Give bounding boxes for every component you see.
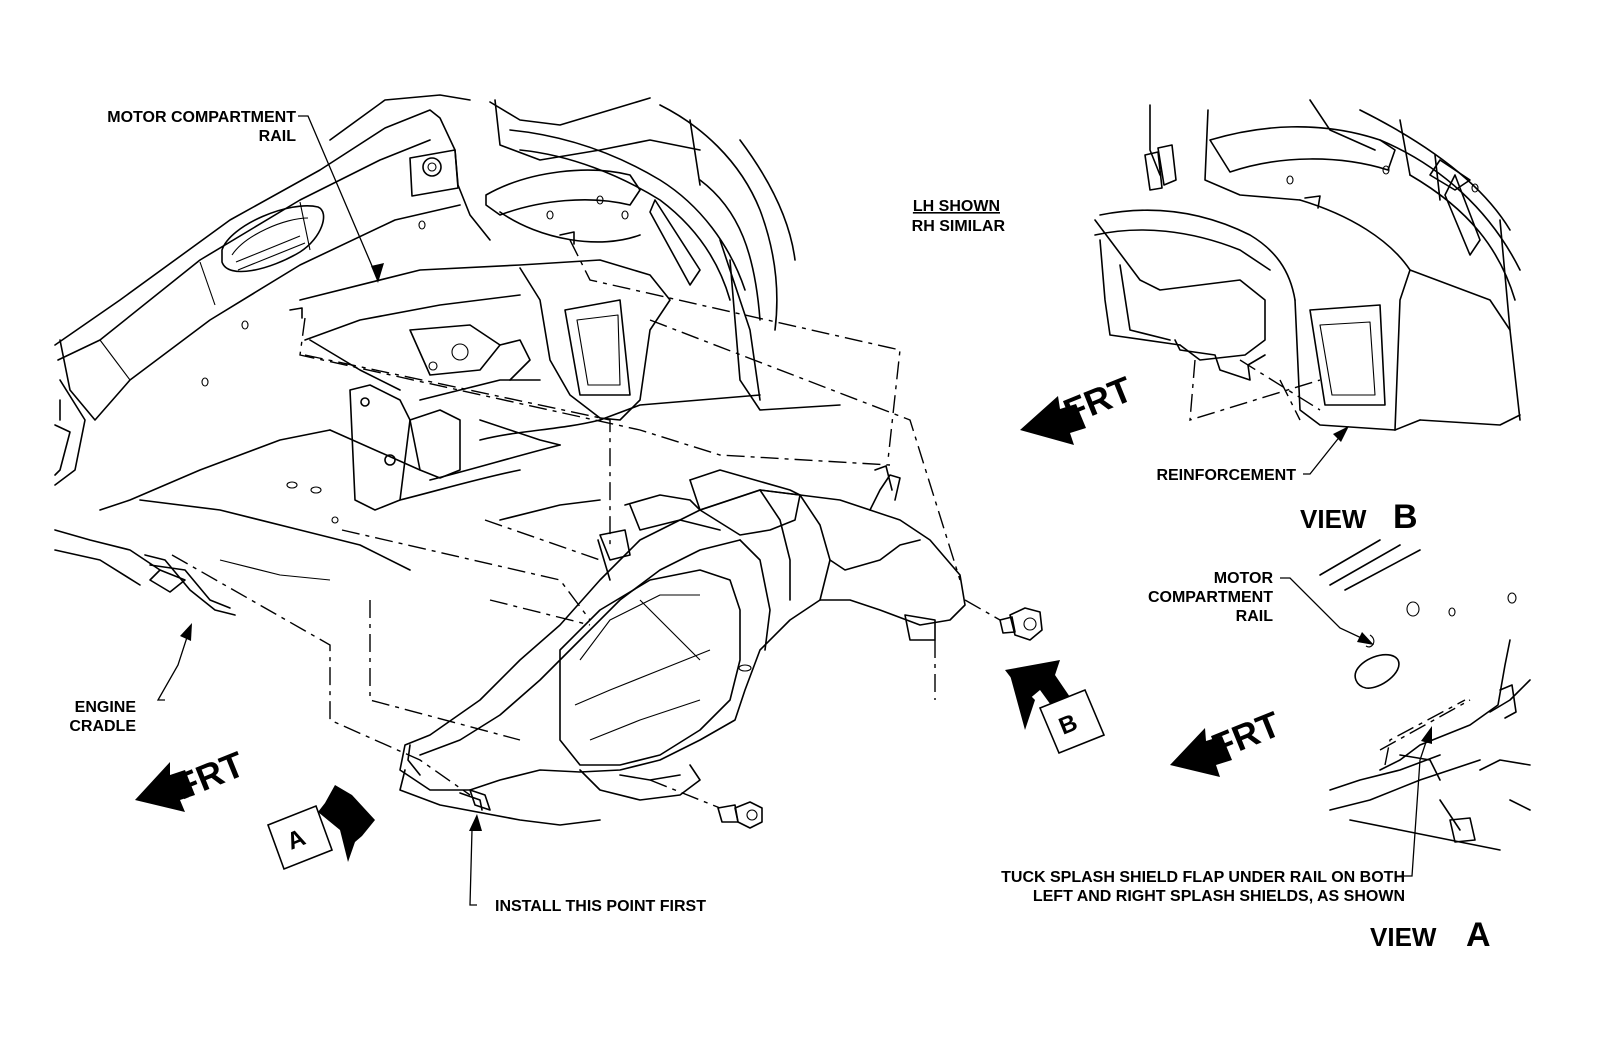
view-a-motor-rail-line1: MOTOR <box>1214 570 1274 587</box>
view-a-title-letter: A <box>1466 916 1491 954</box>
frt-label-view-a: FRT <box>1206 703 1286 767</box>
view-a-motor-rail-line2: COMPARTMENT <box>1148 589 1273 606</box>
tuck-note-line2: LEFT AND RIGHT SPLASH SHIELDS, AS SHOWN <box>1033 888 1405 905</box>
engine-cradle-label-line2: CRADLE <box>69 718 136 735</box>
frt-label-view-b: FRT <box>1058 368 1138 432</box>
view-a-title-word: VIEW <box>1370 922 1437 952</box>
frt-arrow-view-b: FRT <box>1020 368 1138 445</box>
frt-arrow-view-a: FRT <box>1170 703 1286 777</box>
view-b-illustration <box>1094 99 1521 431</box>
lh-shown-label: LH SHOWN <box>913 198 1000 215</box>
main-body-structure <box>54 94 841 616</box>
motor-rail-label-line1: MOTOR COMPARTMENT <box>107 109 296 126</box>
view-a-illustration <box>1319 539 1531 851</box>
motor-rail-label-line2: RAIL <box>259 128 297 145</box>
frt-label-main: FRT <box>170 743 250 807</box>
leader-arrowheads <box>180 263 1432 831</box>
view-a-callout-arrow: A <box>266 785 375 871</box>
frt-arrow-main: FRT <box>135 743 250 812</box>
view-b-callout-arrow: B <box>1005 660 1106 755</box>
reinforcement-label: REINFORCEMENT <box>1156 467 1296 484</box>
engine-cradle-label-line1: ENGINE <box>75 699 137 716</box>
view-a-motor-rail-line3: RAIL <box>1236 608 1274 625</box>
push-pin-fasteners <box>717 607 1043 829</box>
view-b-title-letter: B <box>1393 498 1418 536</box>
install-first-label: INSTALL THIS POINT FIRST <box>495 898 706 915</box>
view-titles: VIEW B VIEW A <box>1300 498 1491 954</box>
alignment-dashed-lines <box>171 239 1001 809</box>
callout-labels: MOTOR COMPARTMENT RAIL LH SHOWN RH SIMIL… <box>69 109 1405 915</box>
rh-similar-label: RH SIMILAR <box>912 218 1006 235</box>
view-b-title-word: VIEW <box>1300 504 1367 534</box>
splash-shield-part <box>399 465 966 826</box>
leader-lines <box>156 115 1431 906</box>
tuck-note-line1: TUCK SPLASH SHIELD FLAP UNDER RAIL ON BO… <box>1001 869 1405 886</box>
